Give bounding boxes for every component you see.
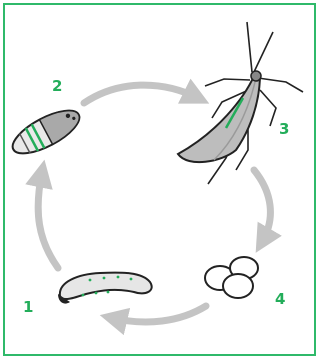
arrow-pupa-to-adult bbox=[84, 85, 198, 103]
arrow-eggs-to-larva bbox=[112, 306, 206, 322]
step-label-2: 2 bbox=[52, 77, 62, 95]
pupa-icon bbox=[7, 102, 85, 161]
arrow-larva-to-pupa bbox=[38, 172, 58, 268]
eggs-icon bbox=[205, 257, 258, 298]
arrow-adult-to-eggs bbox=[254, 170, 270, 242]
larva-icon bbox=[58, 273, 152, 304]
adult-moth-icon bbox=[178, 22, 303, 184]
step-label-4: 4 bbox=[275, 290, 285, 308]
step-label-1: 1 bbox=[23, 298, 33, 316]
step-label-3: 3 bbox=[279, 120, 289, 138]
